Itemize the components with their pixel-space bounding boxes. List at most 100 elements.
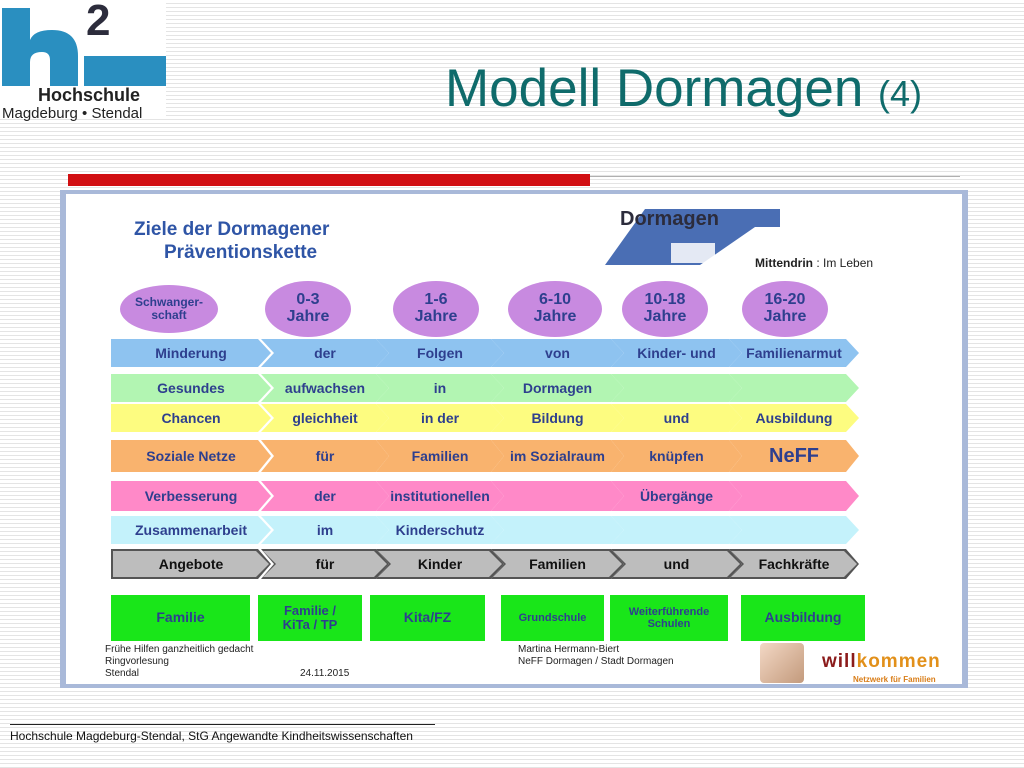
- arrow-segment: aufwachsen: [261, 374, 389, 402]
- arrow-segment: im Sozialraum: [491, 440, 624, 472]
- slogan-rest: : Im Leben: [813, 256, 874, 270]
- hochschule-logo: 2 Hochschule Magdeburg • Stendal: [0, 0, 166, 122]
- title-main: Modell Dormagen: [445, 59, 864, 118]
- age-group-label: 0-3 Jahre: [286, 291, 330, 325]
- graphic-footer-date: 24.11.2015: [300, 668, 350, 679]
- age-group-6-10: 6-10 Jahre: [508, 281, 602, 337]
- arrow-segment: für: [261, 440, 389, 472]
- arrow-segment: und: [611, 404, 742, 432]
- box-label: Grundschule: [518, 611, 587, 624]
- dormagen-logo-shape: [605, 209, 780, 265]
- slogan-bold: Mittendrin: [755, 256, 813, 270]
- arrow-segment: [491, 481, 624, 511]
- box-label: Ausbildung: [764, 609, 842, 626]
- age-group-0-3: 0-3 Jahre: [265, 281, 351, 337]
- logo-line2: Magdeburg • Stendal: [2, 105, 143, 122]
- slide-footer: Hochschule Magdeburg-Stendal, StG Angewa…: [10, 729, 413, 743]
- arrow-segment: Minderung: [111, 339, 271, 367]
- footer-rule: [10, 724, 435, 725]
- willkommen-part-b: kommen: [856, 651, 941, 672]
- arrow-segment: Kinder: [378, 551, 502, 577]
- logo-superscript: 2: [86, 0, 111, 45]
- arrow-segment: [729, 516, 859, 544]
- age-group-1-6: 1-6 Jahre: [393, 281, 479, 337]
- dormagen-slogan: Mittendrin : Im Leben: [755, 256, 873, 270]
- box-label: Familie / KiTa / TP: [282, 602, 338, 632]
- arrow-segment: und: [613, 551, 740, 577]
- arrow-segment: Gesundes: [111, 374, 271, 402]
- logo-text: Hochschule Magdeburg • Stendal: [0, 85, 166, 122]
- title-accent-bar: [68, 174, 590, 186]
- logo-line1: Hochschule: [38, 85, 141, 105]
- box-ausbildung: Ausbildung: [741, 595, 865, 641]
- arrow-segment: Familien: [376, 440, 504, 472]
- arrow-segment: Bildung: [491, 404, 624, 432]
- age-group-label: 10-18 Jahre: [643, 291, 687, 325]
- footer-left-line: Stendal: [105, 668, 139, 679]
- baby-photo: [760, 643, 804, 683]
- box-label: Kita/FZ: [403, 609, 452, 626]
- willkommen-subtitle: Netzwerk für Familien: [853, 675, 936, 684]
- arrow-segment: Soziale Netze: [111, 440, 271, 472]
- arrow-segment: Ausbildung: [729, 404, 859, 432]
- box-weiterfuehrende-schulen: Weiterführende Schulen: [610, 595, 728, 641]
- arrow-segment: [491, 516, 624, 544]
- age-group-label: 1-6 Jahre: [414, 291, 458, 325]
- age-group-16-20: 16-20 Jahre: [742, 281, 828, 337]
- h2-logo-mark: [2, 8, 166, 86]
- footer-author-line: Martina Hermann-Biert: [518, 644, 620, 655]
- box-label: Weiterführende Schulen: [628, 605, 710, 630]
- box-label: Familie: [156, 609, 205, 626]
- arrow-segment: gleichheit: [261, 404, 389, 432]
- age-group-label: 16-20 Jahre: [763, 291, 807, 325]
- arrow-segment: Folgen: [376, 339, 504, 367]
- box-grundschule: Grundschule: [501, 595, 604, 641]
- footer-left-line: Frühe Hilfen ganzheitlich gedacht: [105, 644, 254, 655]
- arrow-segment: Verbesserung: [111, 481, 271, 511]
- arrow-segment: der: [261, 481, 389, 511]
- arrow-segment: [611, 374, 742, 402]
- arrow-segment: Kinderschutz: [376, 516, 504, 544]
- arrow-segment: [729, 481, 859, 511]
- arrow-segment: der: [261, 339, 389, 367]
- title-number: (4): [878, 73, 923, 114]
- arrow-segment: NeFF: [729, 440, 859, 472]
- arrow-segment: im: [261, 516, 389, 544]
- arrow-segment: in: [376, 374, 504, 402]
- arrow-segment: Übergänge: [611, 481, 742, 511]
- arrow-segment: von: [491, 339, 624, 367]
- arrow-segment: in der: [376, 404, 504, 432]
- willkommen-part-a: will: [822, 651, 857, 672]
- age-group-label: 6-10 Jahre: [533, 291, 577, 325]
- arrow-segment: [729, 374, 859, 402]
- arrow-segment: Fachkräfte: [731, 551, 857, 577]
- arrow-segment: knüpfen: [611, 440, 742, 472]
- arrow-segment: [611, 516, 742, 544]
- graphic-heading-line1: Ziele der Dormagener: [134, 219, 330, 240]
- graphic-footer-author: Martina Hermann-Biert NeFF Dormagen / St…: [518, 644, 674, 668]
- footer-left-line: Ringvorlesung: [105, 656, 169, 667]
- dormagen-name: Dormagen: [620, 208, 719, 230]
- footer-author-line: NeFF Dormagen / Stadt Dormagen: [518, 656, 674, 667]
- age-group-10-18: 10-18 Jahre: [622, 281, 708, 337]
- age-group-pregnancy: Schwanger- schaft: [120, 285, 218, 333]
- arrow-segment: Zusammenarbeit: [111, 516, 271, 544]
- arrow-segment: Familienarmut: [729, 339, 859, 367]
- arrow-segment: Familien: [493, 551, 622, 577]
- graphic-footer-left: Frühe Hilfen ganzheitlich gedacht Ringvo…: [105, 644, 253, 680]
- graphic-heading-line2: Präventionskette: [164, 242, 318, 263]
- arrow-segment: Angebote: [113, 551, 269, 577]
- age-group-label: Schwanger- schaft: [134, 295, 203, 322]
- box-kita-fz: Kita/FZ: [370, 595, 485, 641]
- graphic-heading: Ziele der Dormagener Präventionskette: [134, 218, 329, 264]
- arrow-segment: Kinder- und: [611, 339, 742, 367]
- arrow-segment: Dormagen: [491, 374, 624, 402]
- title-accent-line: [590, 176, 960, 177]
